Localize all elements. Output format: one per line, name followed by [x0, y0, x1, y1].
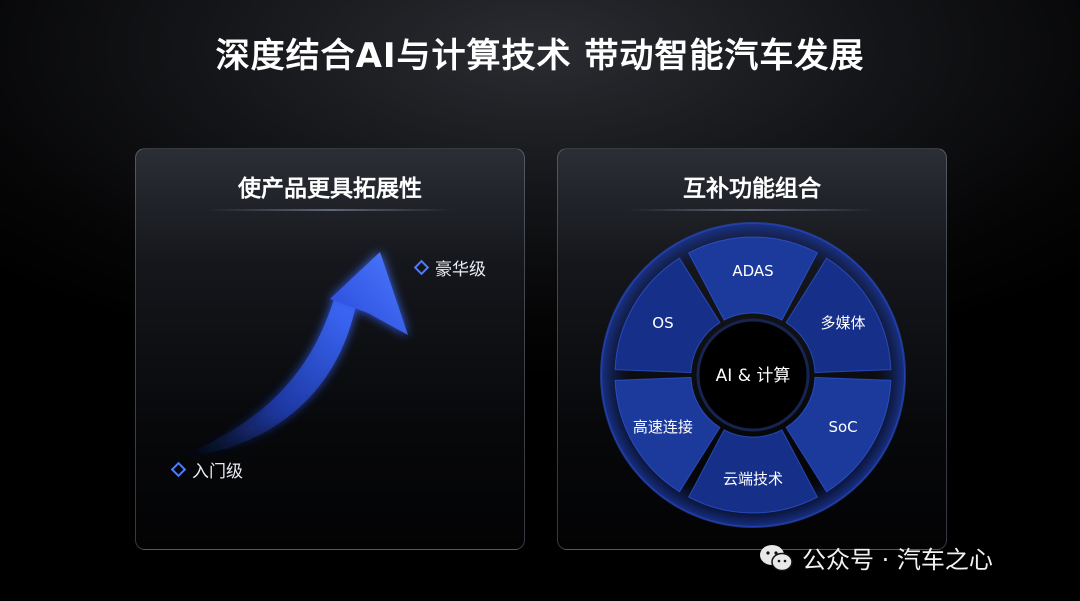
wheel-segment — [687, 236, 819, 321]
center-label: AI & 计算 — [716, 366, 791, 386]
wheel-segment — [614, 257, 721, 374]
wheel-segment — [785, 376, 892, 493]
wheel-segment-label: 云端技术 — [723, 470, 783, 488]
level-entry-label: 入门级 — [192, 462, 243, 482]
level-luxury-label: 豪华级 — [435, 260, 486, 280]
level-luxury: 豪华级 — [413, 255, 486, 280]
wechat-icon — [760, 544, 793, 571]
wheel-segment-label: OS — [652, 314, 673, 332]
diamond-bullet-icon — [170, 461, 187, 478]
diamond-bullet-icon — [413, 259, 430, 276]
watermark-text: 公众号 · 汽车之心 — [802, 546, 993, 574]
wheel-segment — [687, 429, 819, 514]
wheel-segment-label: ADAS — [732, 262, 773, 280]
center-hub — [696, 318, 810, 432]
panel-title-expandability: 使产品更具拓展性 — [238, 176, 422, 202]
wheel-segment-label: 高速连接 — [633, 418, 693, 436]
level-entry: 入门级 — [170, 457, 243, 482]
wheel-segment — [614, 376, 721, 493]
panel-title-functions: 互补功能组合 — [683, 176, 821, 202]
growth-arrow-icon — [176, 252, 408, 459]
panel-divider — [628, 209, 876, 211]
wheel-segment — [785, 257, 892, 374]
expandability-panel: 使产品更具拓展性 豪华级 入门级 — [135, 148, 525, 550]
function-wheel: ADAS 多媒体 SoC 云端技术 高速连接 OS AI & 计算 — [600, 222, 906, 528]
watermark: 公众号 · 汽车之心 — [758, 540, 993, 575]
functions-panel: 互补功能组合 ADAS 多媒体 SoC 云端技术 高速连接 OS AI & 计算 — [557, 148, 947, 550]
wheel-segment-label: SoC — [828, 418, 857, 436]
wheel-segment-label: 多媒体 — [821, 314, 866, 332]
page-title: 深度结合AI与计算技术 带动智能汽车发展 — [215, 36, 865, 76]
panel-divider — [206, 209, 454, 211]
